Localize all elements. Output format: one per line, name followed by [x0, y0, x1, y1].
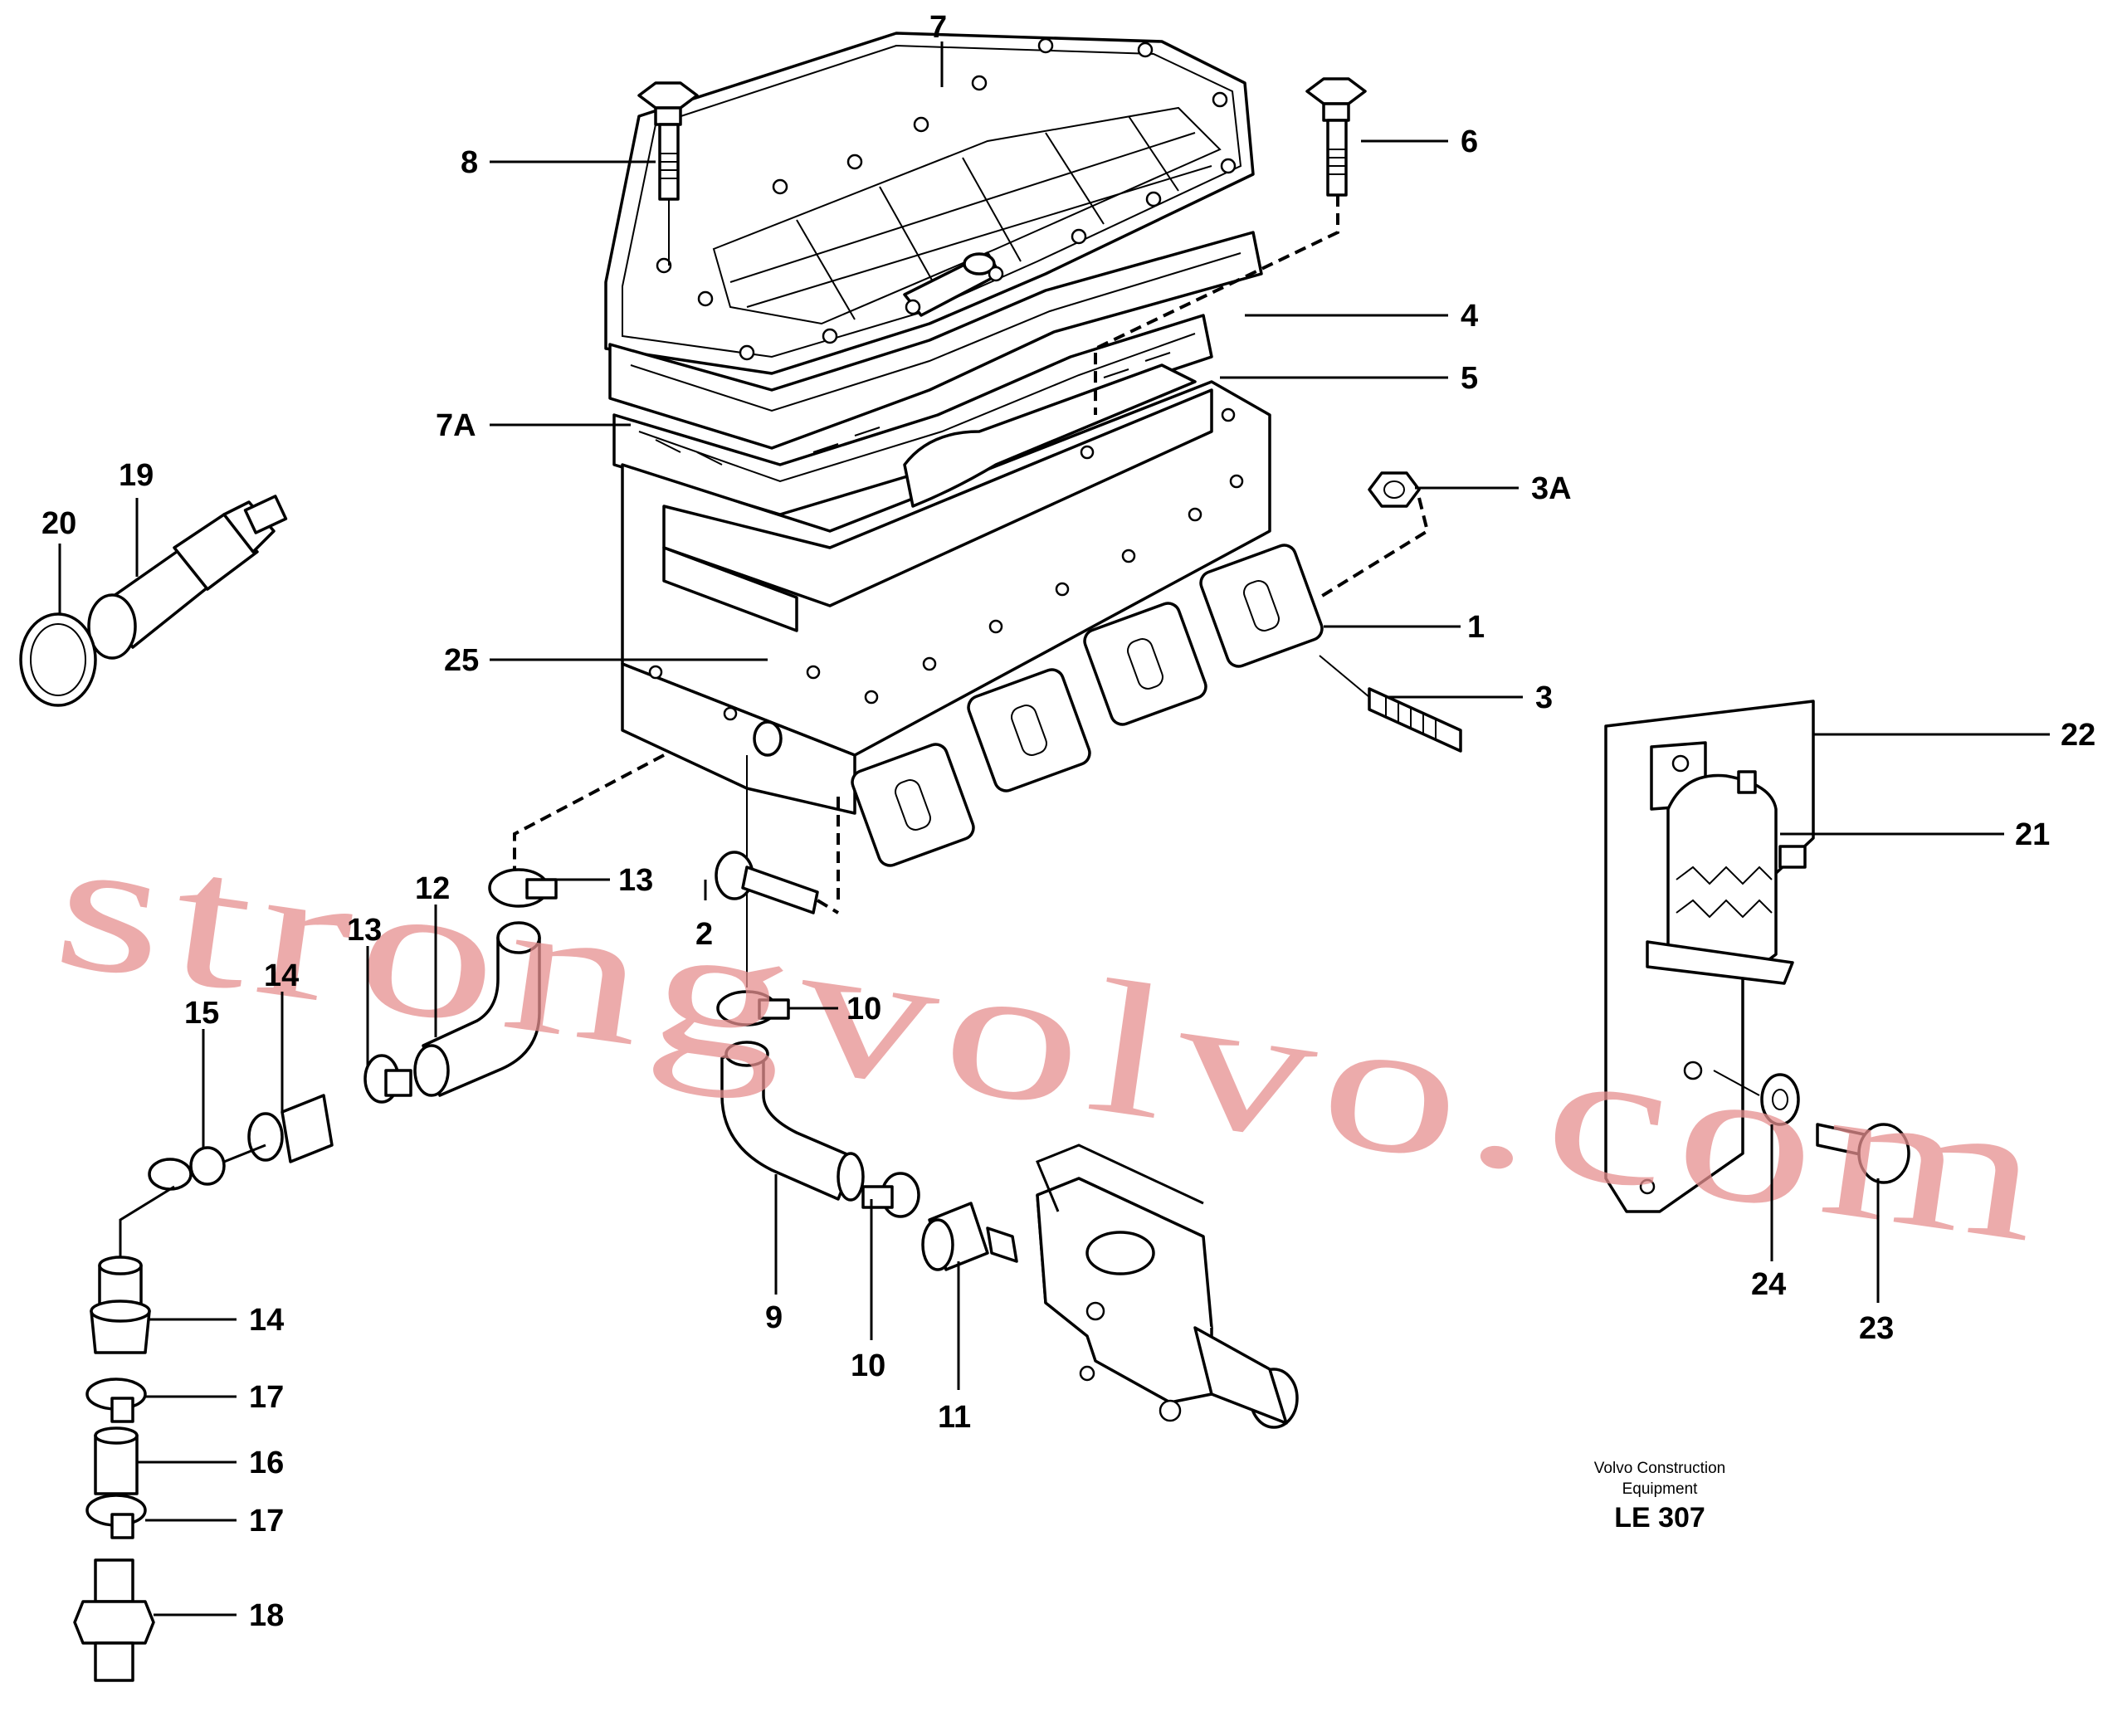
clamp-17-lower — [85, 1494, 147, 1539]
callout-9: 9 — [765, 1300, 783, 1335]
callout-3a: 3A — [1531, 471, 1572, 506]
callout-17-upper: 17 — [249, 1380, 284, 1415]
callout-17-lower: 17 — [249, 1504, 284, 1539]
callout-24: 24 — [1751, 1267, 1786, 1302]
clamp-13-upper — [488, 868, 558, 908]
callout-13-lower: 13 — [347, 913, 382, 948]
credit-line-1: Volvo Construction — [1594, 1460, 1725, 1477]
hose-16 — [94, 1426, 139, 1495]
bolt-2 — [715, 851, 819, 914]
callout-13-upper: 13 — [618, 863, 653, 898]
callout-20: 20 — [41, 506, 76, 541]
callout-14-lower: 14 — [249, 1303, 284, 1338]
callout-7a: 7A — [436, 408, 476, 443]
clamp-17-upper — [85, 1378, 147, 1423]
hose-9 — [720, 1041, 865, 1202]
callout-4: 4 — [1461, 299, 1478, 334]
callout-2: 2 — [695, 917, 713, 952]
callout-23: 23 — [1859, 1311, 1894, 1346]
clamp-13-lower — [363, 1054, 412, 1104]
stud-3 — [1319, 655, 1462, 753]
gasket-4 — [608, 231, 1263, 450]
drawing-code: LE 307 — [1614, 1502, 1705, 1534]
nut-3a — [1368, 471, 1421, 508]
hose-12 — [413, 921, 541, 1097]
clamp-10-upper — [716, 990, 790, 1026]
callout-16: 16 — [249, 1446, 284, 1480]
washer-24 — [1760, 1073, 1800, 1126]
callout-12: 12 — [415, 871, 450, 906]
callout-10-lower: 10 — [851, 1348, 885, 1383]
o-ring-20 — [19, 612, 97, 707]
bolt-8 — [637, 81, 699, 266]
credit-line-2: Equipment — [1622, 1480, 1699, 1498]
callout-21: 21 — [2015, 817, 2050, 852]
callout-8: 8 — [461, 145, 478, 180]
callout-10-upper: 10 — [846, 992, 881, 1026]
clamp-10-lower — [861, 1172, 920, 1218]
sensor-19 — [87, 495, 288, 660]
callout-11: 11 — [938, 1400, 971, 1435]
callout-22: 22 — [2061, 718, 2095, 753]
credit-block: Volvo Construction Equipment LE 307 — [1594, 1460, 1725, 1534]
valve-block — [1036, 1144, 1299, 1429]
callout-1: 1 — [1467, 610, 1485, 645]
callout-labels: 7 8 6 4 5 7A 3A 19 20 1 25 3 22 21 13 12… — [41, 10, 2095, 1633]
fitting-15 — [148, 1146, 226, 1191]
callout-15: 15 — [184, 996, 219, 1031]
callout-25: 25 — [444, 643, 479, 678]
connector-14-upper — [247, 1094, 334, 1163]
callout-18: 18 — [249, 1598, 284, 1633]
leader-lines — [58, 41, 2050, 1617]
screw-23 — [1816, 1123, 1910, 1184]
callout-19: 19 — [119, 458, 154, 493]
connector-14-lower — [90, 1256, 151, 1354]
fitting-11 — [921, 1202, 1018, 1271]
fitting-18 — [73, 1558, 155, 1682]
callout-5: 5 — [1461, 361, 1478, 396]
callout-3: 3 — [1535, 680, 1553, 715]
callout-6: 6 — [1461, 124, 1478, 159]
bolt-6 — [1305, 77, 1367, 197]
callout-7: 7 — [929, 10, 947, 45]
cover-plate — [604, 32, 1255, 375]
callout-14-upper: 14 — [264, 958, 299, 993]
manifold-body — [621, 363, 1324, 867]
clamp-21 — [1646, 770, 1807, 985]
